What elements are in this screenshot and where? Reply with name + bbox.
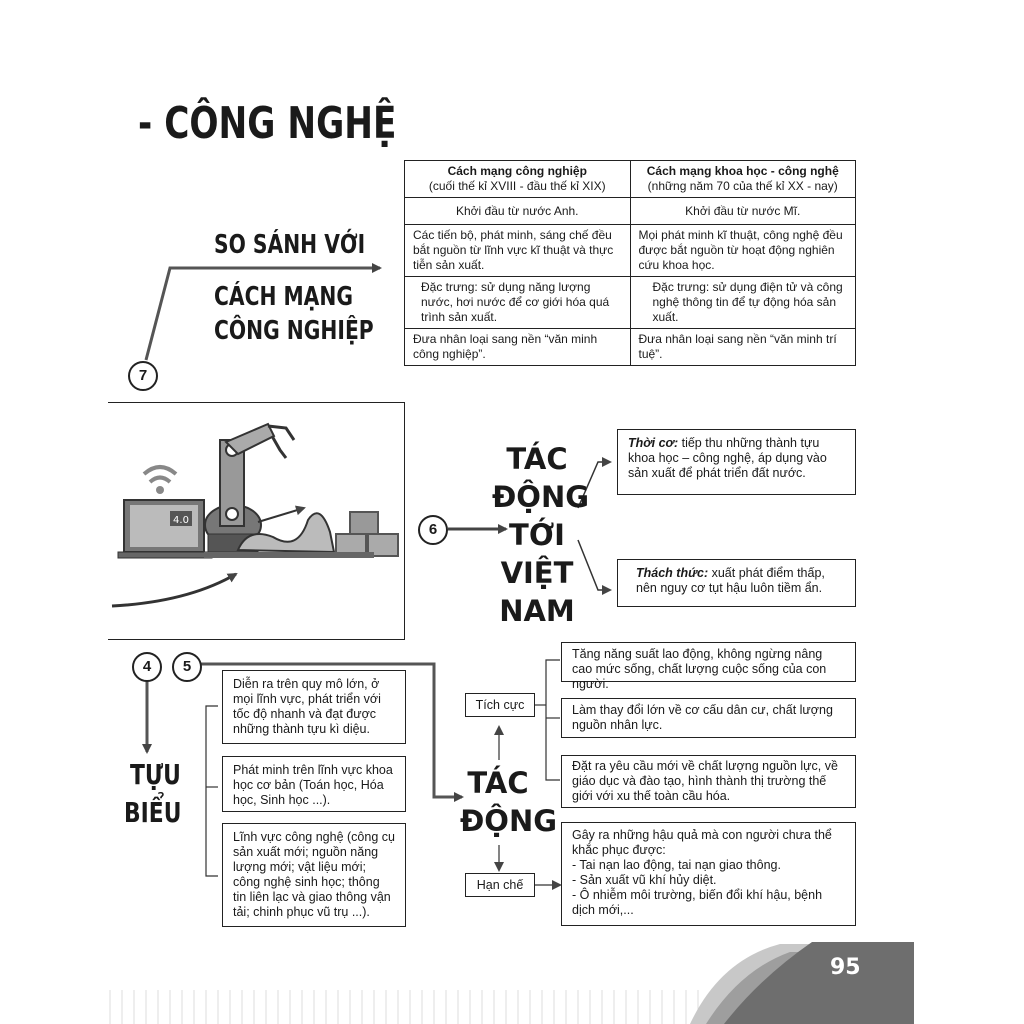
- positive-item: Làm thay đổi lớn về cơ cấu dân cư, chất …: [561, 698, 856, 738]
- achievement-item: Diễn ra trên quy mô lớn, ở mọi lĩnh vực,…: [222, 670, 406, 744]
- wifi-icon: [142, 465, 178, 484]
- challenge-box: Thách thức: xuất phát điểm thấp, nên ngu…: [617, 559, 856, 607]
- page-title: - CÔNG NGHỆ: [138, 98, 397, 149]
- achievement-item: Lĩnh vực công nghệ (công cụ sản xuất mới…: [222, 823, 406, 927]
- achievements-heading-line2: BIỂU: [124, 796, 182, 829]
- achievement-item: Phát minh trên lĩnh vực khoa học cơ bản …: [222, 756, 406, 812]
- positive-item: Đặt ra yêu cầu mới về chất lượng nguồn l…: [561, 755, 856, 808]
- impact-heading: TÁC ĐỘNG: [460, 766, 558, 838]
- compare-heading-line1: SO SÁNH VỚI: [214, 230, 366, 260]
- table-row: Các tiến bộ, phát minh, sáng chế đều bắt…: [404, 224, 856, 277]
- comparison-table: Cách mạng công nghiệp(cuối thế kỉ XVIII …: [404, 160, 856, 366]
- robot-arm-illustration: 4.0: [111, 422, 399, 608]
- compare-heading-line2: CÁCH MẠNG: [214, 282, 353, 312]
- positive-item: Tăng năng suất lao động, không ngừng nân…: [561, 642, 856, 691]
- badge-6: 6: [418, 515, 448, 545]
- badge-7: 7: [128, 361, 158, 391]
- table-row: Khởi đầu từ nước Anh. Khởi đầu từ nước M…: [404, 197, 856, 225]
- badge-5: 5: [172, 652, 202, 682]
- table-row: Đưa nhân loại sang nền “văn minh công ng…: [404, 328, 856, 366]
- negative-label: Hạn chế: [465, 873, 535, 897]
- opportunity-box: Thời cơ: tiếp thu những thành tựu khoa h…: [617, 429, 856, 495]
- negative-box: Gây ra những hậu quả mà con người chưa t…: [561, 822, 856, 926]
- badge-4: 4: [132, 652, 162, 682]
- page-number: 95: [830, 955, 861, 980]
- illustration-panel: [108, 402, 405, 640]
- table-header-cell: Cách mạng công nghiệp(cuối thế kỉ XVIII …: [404, 160, 631, 198]
- achievements-heading-line1: TỰU: [130, 758, 181, 791]
- positive-label: Tích cực: [465, 693, 535, 717]
- footer-decoration: [109, 942, 914, 1024]
- compare-heading-line3: CÔNG NGHIỆP: [214, 316, 374, 346]
- screen-label: 4.0: [173, 515, 189, 526]
- table-header-cell: Cách mạng khoa học - công nghệ(những năm…: [629, 160, 856, 198]
- table-row: Đặc trưng: sử dụng năng lượng nước, hơi …: [404, 276, 856, 329]
- vietnam-heading: TÁC ĐỘNG TỚI VIỆT NAM: [492, 442, 590, 628]
